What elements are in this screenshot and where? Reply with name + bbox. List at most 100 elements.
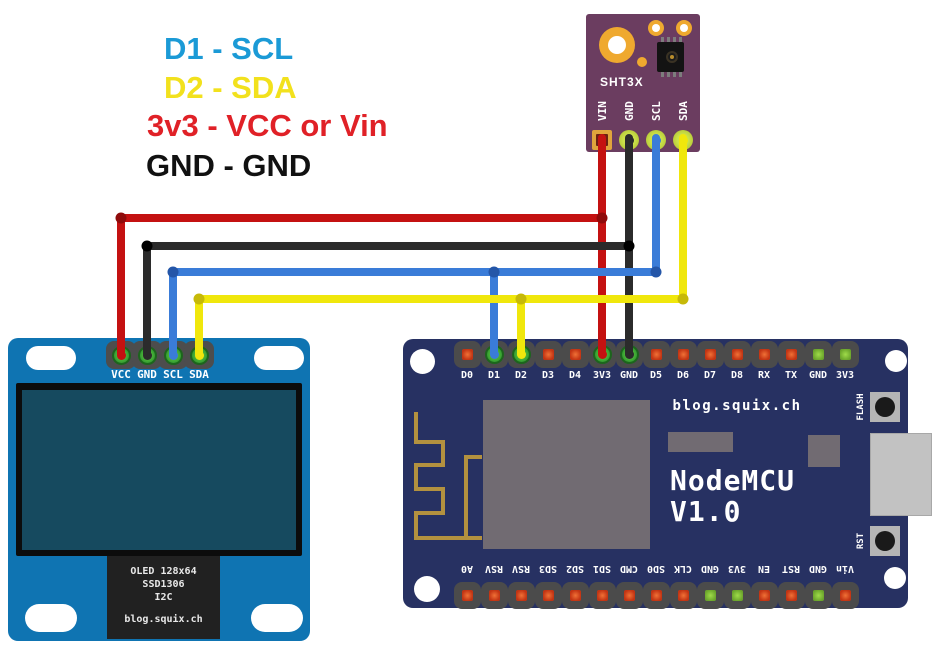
pin-pad-gnd xyxy=(615,340,643,368)
pin-contact xyxy=(731,589,743,601)
wire-end-dot xyxy=(116,350,126,360)
chip-pin xyxy=(667,37,670,42)
pin-pad-d2 xyxy=(507,340,535,368)
oled-info-line: SSD1306 xyxy=(142,579,185,590)
pin-label-scl: SCL xyxy=(163,368,183,381)
mcu-mounting-hole xyxy=(884,567,906,589)
wire-end-dot xyxy=(142,350,152,360)
pin-pad-scl xyxy=(646,130,666,150)
oled-info-line: OLED 128x64 xyxy=(130,566,197,577)
usb-connector xyxy=(870,433,932,516)
pin-contact xyxy=(515,589,527,601)
pin-contact xyxy=(569,348,581,360)
sht3x-mounting-hole-center xyxy=(608,36,626,54)
pin-contact xyxy=(596,134,608,146)
oled-screen xyxy=(22,390,296,550)
pin-label-vin: Vin xyxy=(835,563,855,574)
pin-contact xyxy=(488,589,500,601)
flash-button-label: FLASH xyxy=(856,393,866,421)
pin-pad-d0 xyxy=(453,340,481,368)
esp8266-module xyxy=(483,400,650,549)
nodemcu-brand: blog.squix.ch xyxy=(672,398,802,414)
sht3x-gold-dot xyxy=(637,57,647,67)
pin-contact xyxy=(785,589,797,601)
oled-mounting-hole xyxy=(254,346,304,370)
wire-end-dot xyxy=(168,350,178,360)
sensor-die-dot xyxy=(670,55,674,59)
pin-label-3v3: 3V3 xyxy=(592,370,612,381)
pin-label-3v3: 3V3 xyxy=(835,370,855,381)
pin-contact xyxy=(812,589,824,601)
mcu-mounting-hole xyxy=(414,576,440,602)
pin-pad-gnd xyxy=(696,581,724,609)
pin-label-rx: RX xyxy=(757,370,771,381)
pin-contact xyxy=(704,348,716,360)
pin-contact xyxy=(704,589,716,601)
legend-line-gnd-gnd: GND - GND xyxy=(146,148,312,183)
oled-info-line: I2C xyxy=(154,592,173,603)
pin-contact xyxy=(650,348,662,360)
pin-contact xyxy=(569,589,581,601)
pin-pad-sd0 xyxy=(642,581,670,609)
pin-contact xyxy=(461,589,473,601)
rst-button xyxy=(870,526,900,556)
pin-label-gnd: GND xyxy=(808,370,828,381)
pin-pad-d5 xyxy=(642,340,670,368)
mcu-mounting-hole xyxy=(410,349,435,374)
wire-end-dot xyxy=(597,349,607,359)
pin-pad-d4 xyxy=(561,340,589,368)
pin-label-vin: VIN xyxy=(596,101,609,121)
pin-contact xyxy=(650,589,662,601)
chip-pin xyxy=(679,37,682,42)
wire-red-branch-vcc xyxy=(117,214,606,358)
chip-pin xyxy=(661,72,664,77)
pin-label-gnd: GND xyxy=(623,101,636,121)
wire-end-dot xyxy=(624,135,634,145)
nodemcu-version: V1.0 xyxy=(670,495,742,528)
pin-label-vcc: VCC xyxy=(111,368,131,381)
chip-pin xyxy=(667,72,670,77)
pin-contact xyxy=(542,348,554,360)
pin-pad-clk xyxy=(669,581,697,609)
pin-label-scl: SCL xyxy=(650,101,663,121)
pin-label-d3: D3 xyxy=(541,370,555,381)
pin-contact xyxy=(542,589,554,601)
wire-end-dot xyxy=(651,135,661,145)
chip-pin xyxy=(661,37,664,42)
wire-end-dot xyxy=(516,349,526,359)
pin-pad-vin xyxy=(831,581,859,609)
pin-pad-sd3 xyxy=(534,581,562,609)
pin-contact xyxy=(623,589,635,601)
sht3x-via-center xyxy=(680,24,688,32)
wire-junctions xyxy=(115,212,689,305)
pin-pad-vin xyxy=(592,130,612,150)
pin-label-d8: D8 xyxy=(730,370,744,381)
rst-button-label: RST xyxy=(856,532,866,550)
pin-pad-rst xyxy=(777,581,805,609)
pin-label-d1: D1 xyxy=(487,370,501,381)
pin-contact xyxy=(758,348,770,360)
pin-contact xyxy=(461,348,473,360)
pin-pad-rsv xyxy=(507,581,535,609)
oled-info-panel: OLED 128x64 SSD1306 I2C blog.squix.ch xyxy=(107,556,220,639)
pin-pad-sd1 xyxy=(588,581,616,609)
pin-pad-en xyxy=(750,581,778,609)
chip-pin xyxy=(673,72,676,77)
pin-contact xyxy=(839,348,851,360)
sht3x-via-center xyxy=(652,24,660,32)
flash-button xyxy=(870,392,900,422)
pin-label-d5: D5 xyxy=(649,370,663,381)
pin-label-gnd: GND xyxy=(619,370,639,381)
pin-contact xyxy=(839,589,851,601)
smd-component xyxy=(808,435,840,467)
pin-pad-3v3 xyxy=(723,581,751,609)
pin-pad-gnd xyxy=(619,130,639,150)
pin-pad-tx xyxy=(777,340,805,368)
wire-end-dot xyxy=(678,135,688,145)
pin-label-sda: SDA xyxy=(189,368,209,381)
pin-contact xyxy=(677,589,689,601)
mcu-mounting-hole xyxy=(885,350,907,372)
wire-end-dot xyxy=(194,350,204,360)
pin-pad-rx xyxy=(750,340,778,368)
